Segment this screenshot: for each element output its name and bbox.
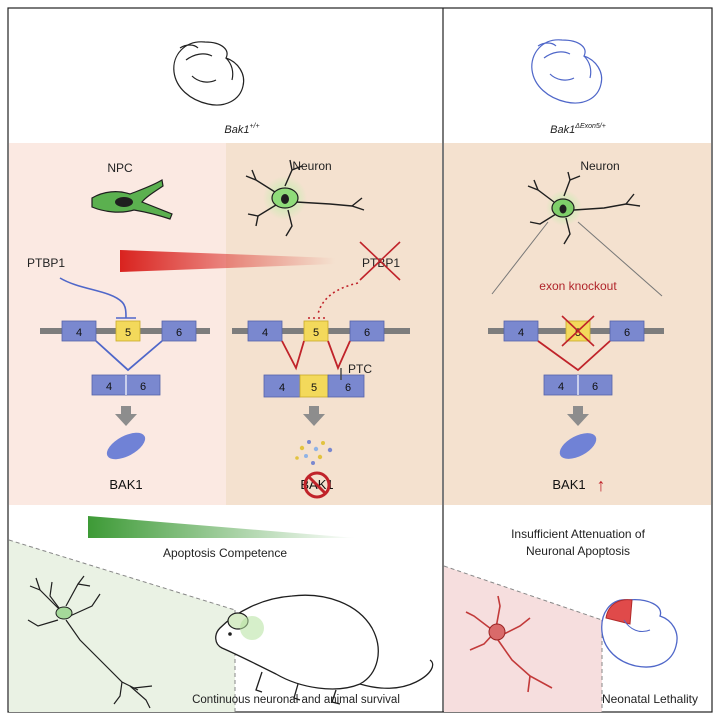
increase-arrow-icon: ↑ xyxy=(597,475,606,495)
mrna-exon-5-neuron-label: 5 xyxy=(311,382,317,394)
embryo-wildtype-icon xyxy=(173,41,245,106)
npc-cell-icon xyxy=(91,179,173,220)
neuron-cell-icon xyxy=(245,159,365,237)
exon-5-neuron-label: 5 xyxy=(313,327,319,339)
prohibited-icon xyxy=(303,471,331,499)
exon-6-neuron xyxy=(349,320,385,342)
exon-4-npc-label: 4 xyxy=(76,327,82,339)
mouse-icon xyxy=(215,594,434,705)
ptbp1-gradient xyxy=(120,250,335,272)
degenerating-neuron-icon xyxy=(465,595,553,693)
zoom-line-top xyxy=(8,539,236,611)
mrna-exon-6-neuron xyxy=(327,374,365,398)
exon-4-neuron-label: 4 xyxy=(262,327,268,339)
exon-4-knockout-label: 4 xyxy=(518,327,524,339)
exon-4-neuron xyxy=(247,320,283,342)
lethality-zone xyxy=(444,566,602,712)
exon-knockout-label: exon knockout xyxy=(539,279,617,293)
npc-label: NPC xyxy=(107,161,133,175)
degraded-fragments-icon xyxy=(295,440,333,465)
exon-4-knockout xyxy=(503,320,539,342)
mrna-exon-4-neuron-label: 4 xyxy=(279,382,285,394)
zoom-line-left xyxy=(491,221,549,295)
lethality-label: Neonatal Lethality xyxy=(602,692,698,706)
exon-4-npc xyxy=(61,320,97,342)
genotype-knockout-label: Bak1ΔExon5/+ xyxy=(550,123,606,136)
arrow-down-npc-icon xyxy=(115,406,137,426)
exon-6-knockout-label: 6 xyxy=(624,327,630,339)
attenuation-line-1: Insufficient Attenuation of xyxy=(511,527,646,541)
survival-label: Continuous neuronal and animal survival xyxy=(192,694,400,706)
inclusion-splice-neuron xyxy=(281,340,351,371)
mature-neuron-soma xyxy=(55,606,73,620)
exon-6-npc-label: 6 xyxy=(176,327,182,339)
mrna-exon-6-npc-label: 6 xyxy=(140,381,146,393)
neuron-cell-right-icon xyxy=(527,171,641,245)
mouse-brain-highlight xyxy=(240,616,264,640)
exon-5-npc xyxy=(115,320,141,342)
exon-5-neuron xyxy=(303,320,329,342)
ptbp1-lost-inhibition xyxy=(308,282,359,319)
bak1-protein-icon xyxy=(106,432,146,460)
mrna-exon-6-neuron-label: 6 xyxy=(345,382,351,394)
exon-5-deleted-icon xyxy=(561,315,595,347)
neuron-label-right: Neuron xyxy=(580,159,619,173)
exon-6-npc xyxy=(161,320,197,342)
ptbp1-inhibition-line xyxy=(59,277,136,319)
bak1-label-npc: BAK1 xyxy=(109,477,142,492)
neuron-label: Neuron xyxy=(292,159,331,173)
skip-splice-knockout xyxy=(537,340,611,372)
ptbp1-cross-icon xyxy=(359,241,401,281)
mrna-exon-4-npc-label: 4 xyxy=(106,381,112,393)
exon-6-knockout xyxy=(609,320,645,342)
ptc-label: PTC xyxy=(348,362,372,376)
apoptosis-gradient xyxy=(88,516,356,538)
degenerating-neuron-soma xyxy=(488,623,506,641)
exon-6-neuron-label: 6 xyxy=(364,327,370,339)
arrow-down-neuron-icon xyxy=(303,406,325,426)
embryo-knockout-icon xyxy=(531,39,603,104)
outer-frame xyxy=(7,7,713,713)
bak1-label-knockout: BAK1 xyxy=(552,477,585,492)
neonatal-embryo-icon xyxy=(601,599,678,668)
exon-5-knockout-label: 5 xyxy=(575,327,581,339)
survival-zone xyxy=(9,540,235,712)
zoom-line-right xyxy=(577,221,663,297)
attenuation-line-2: Neuronal Apoptosis xyxy=(526,544,630,558)
genotype-wildtype-label: Bak1+/+ xyxy=(224,123,259,136)
mouse-eye-icon xyxy=(228,632,232,636)
apoptosis-competence-label: Apoptosis Competence xyxy=(163,546,287,560)
bak1-protein-knockout-icon xyxy=(559,433,597,459)
mature-neuron-icon xyxy=(27,575,153,709)
exon-5-npc-label: 5 xyxy=(125,327,131,339)
mrna-exon-4-knockout-label: 4 xyxy=(558,381,564,393)
ptbp1-label: PTBP1 xyxy=(27,256,65,270)
skip-splice-npc xyxy=(95,340,163,372)
mrna-exon-6-knockout-label: 6 xyxy=(592,381,598,393)
arrow-down-knockout-icon xyxy=(567,406,589,426)
